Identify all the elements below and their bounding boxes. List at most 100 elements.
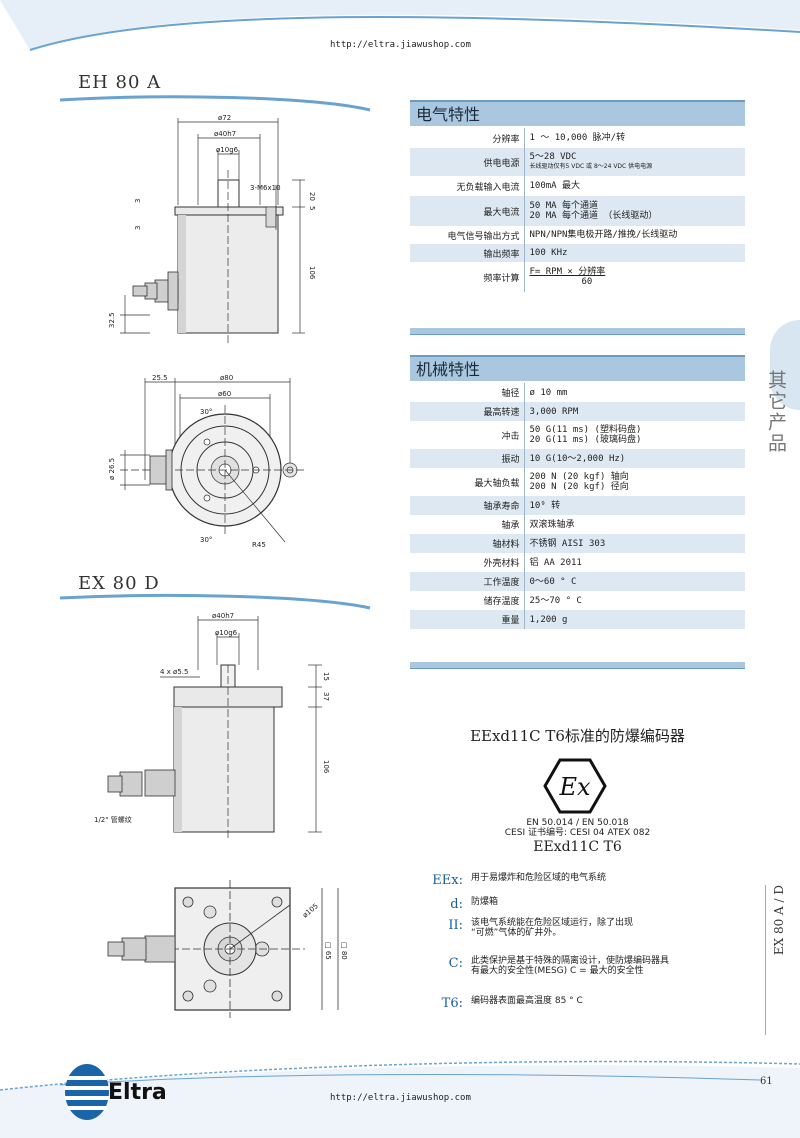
legend-eex: EEx: 用于易爆炸和危险区域的电气系统: [415, 873, 745, 888]
eltra-logo-text: Eltra: [108, 1080, 167, 1105]
spec-key: 储存温度: [483, 597, 520, 607]
dim-h37: 37: [322, 692, 330, 701]
spec-value: 3,000 RPM: [523, 402, 745, 421]
dim-d80: ø80: [220, 374, 233, 382]
dim-ex-h106: 106: [322, 760, 330, 774]
spec-value: 50 G(11 ms) (塑料码盘): [529, 425, 642, 435]
ex-code: EExd11C T6: [533, 839, 622, 855]
model-swoosh-bottom: [60, 593, 371, 610]
legend-text-2: 有最大的安全性(MESG) C = 最大的安全性: [471, 966, 644, 976]
page-number: 61: [760, 1076, 773, 1087]
legend-c: C: 此类保护是基于特殊的隔离设计，使防爆编码器具有最大的安全性(MESG) C …: [415, 956, 745, 976]
header-url[interactable]: http://eltra.jiawushop.com: [330, 40, 471, 50]
spec-key: 轴承: [501, 521, 520, 531]
spec-note: 长线驱动仅有5 VDC 或 8～24 VDC 供电电源: [529, 163, 653, 170]
spec-key: 无负载输入电流: [456, 182, 520, 193]
spec-key: 重量: [410, 610, 524, 629]
dim-d40: ø40h7: [214, 130, 236, 138]
legend-text: 防爆箱: [471, 897, 499, 907]
dim-d60: ø60: [218, 390, 231, 398]
ex-logo-icon: Ex: [543, 758, 607, 814]
dim-h106: 106: [308, 266, 316, 280]
dim-ex-d10: ø10g6: [215, 629, 238, 637]
spec-value: 铝 AA 2011: [523, 553, 745, 572]
spec-key: 冲击: [501, 431, 520, 442]
model-title-top: EH 80 A: [78, 72, 162, 93]
legend-text-2: “可燃”气体的矿井外。: [471, 928, 562, 938]
dim-d105: ø105: [301, 902, 320, 919]
legend-symbol: T6:: [441, 996, 463, 1011]
dim-ex-d40: ø40h7: [212, 612, 234, 620]
spec-value: 5～28 VDC: [529, 152, 577, 162]
spec-value-2: 20 G(11 ms) (玻璃码盘): [529, 435, 642, 445]
mechanical-title: 机械特性: [410, 355, 745, 381]
spec-value: 1 ～ 10,000 脉冲/转: [523, 128, 745, 148]
spec-key: 轴承寿命: [410, 496, 524, 515]
spec-key: 振动: [410, 449, 524, 468]
spec-value-2: 20 MA 每个通道 （长线驱动）: [529, 211, 658, 221]
spec-value: 50 MA 每个通道: [529, 201, 599, 211]
legend-symbol: EEx:: [432, 873, 463, 888]
spec-key: 最大轴负载: [474, 478, 520, 489]
ex-logo-text: Ex: [558, 773, 591, 801]
legend-symbol: C:: [448, 956, 463, 971]
dim-m6: 3-M6x10: [250, 184, 281, 192]
electrical-title: 电气特性: [410, 100, 745, 126]
spec-value-2: 200 N (20 kgf) 径向: [529, 482, 629, 492]
footer-url[interactable]: http://eltra.jiawushop.com: [330, 1093, 471, 1103]
dim-a30b: 30°: [200, 536, 212, 544]
footer-swoosh: [0, 1060, 800, 1138]
dim-w25: 25.5: [152, 374, 168, 382]
side-code: EX 80 A / D: [772, 885, 786, 956]
dim-d72: ø72: [218, 114, 231, 122]
spec-value: ø 10 mm: [523, 383, 745, 402]
ex-standard-block: EN 50.014 / EN 50.018 CESI 证书编号: CESI 04…: [410, 818, 745, 856]
dim-s80: □ 80: [340, 942, 348, 960]
legend-text: 用于易爆炸和危险区域的电气系统: [471, 873, 607, 883]
spec-key: 轴径: [501, 389, 520, 399]
spec-value: 不锈钢 AISI 303: [523, 534, 745, 553]
mechanical-end-bar: [410, 662, 745, 669]
spec-value: 10 G(10～2,000 Hz): [523, 449, 745, 468]
dim-h15: 15: [322, 672, 330, 681]
spec-value: 0～60 ° C: [523, 572, 745, 591]
legend-ii: II:该电气系统能在危险区域运行，除了出现“可燃”气体的矿井外。: [415, 918, 745, 938]
legend-text: 编码器表面最高温度 85 ° C: [471, 996, 583, 1006]
ex-standard: EN 50.014 / EN 50.018: [526, 818, 629, 828]
spec-value: 200 N (20 kgf) 轴向: [529, 472, 629, 482]
spec-value: 100 KHz: [523, 244, 745, 262]
dim-d10: ø10g6: [216, 146, 239, 154]
dim-h20: 20: [308, 192, 316, 201]
freq-formula: F= RPM × 分辨率: [529, 267, 606, 277]
spec-value: NPN/NPN集电极开路/推挽/长线驱动: [523, 226, 745, 244]
spec-key: 频率计算: [483, 273, 520, 284]
legend-t6: T6: 编码器表面最高温度 85 ° C: [415, 996, 745, 1011]
eh-side-drawing: ø72 ø40h7 ø10g6 3-M6x10 20 5 106 3 3 32.…: [108, 114, 316, 345]
dim-thread: 1/2" 管螺纹: [94, 815, 132, 824]
spec-key: 工作温度: [410, 572, 524, 591]
dim-s3b: 3: [134, 226, 142, 230]
dim-h32: 32.5: [108, 312, 116, 328]
legend-text: 此类保护是基于特殊的隔离设计，使防爆编码器具: [471, 956, 670, 966]
side-code-box: EX 80 A / D: [765, 885, 790, 1035]
header-swoosh: [0, 0, 800, 51]
dim-r45: R45: [252, 541, 266, 549]
legend-text: 该电气系统能在危险区域运行，除了出现: [471, 918, 634, 928]
ex-title: EExd11C T6标准的防爆编码器: [470, 727, 685, 745]
dim-a30a: 30°: [200, 408, 212, 416]
dim-s65: □ 65: [324, 942, 332, 960]
model-title-bottom: EX 80 D: [78, 573, 160, 594]
eh-front-drawing: 25.5 ø80 ø60 30° 30° ø 26.5 R45: [108, 374, 305, 549]
side-tab: [770, 320, 800, 410]
dim-s3a: 3: [134, 199, 142, 203]
legend-d: d: 防爆箱: [415, 897, 745, 912]
side-category: 其它产品: [765, 370, 787, 454]
eltra-logo-icon: [65, 1064, 109, 1120]
spec-key: 外壳材料: [483, 559, 520, 569]
ex-certificate: CESI 证书编号: CESI 04 ATEX 082: [504, 828, 651, 838]
legend-symbol: d:: [450, 897, 463, 912]
dim-h5: 5: [308, 206, 316, 210]
dim-d26: ø 26.5: [108, 458, 116, 480]
